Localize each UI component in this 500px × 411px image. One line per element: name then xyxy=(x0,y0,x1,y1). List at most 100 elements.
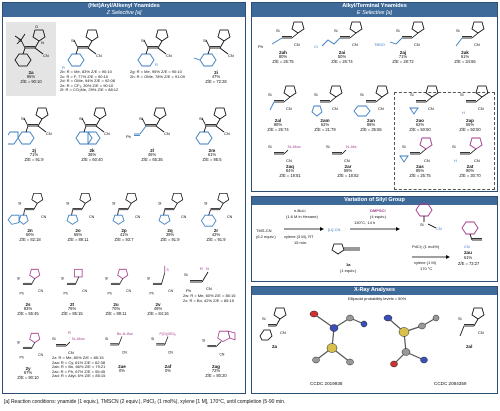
label-2at: 2at xyxy=(466,164,474,169)
label-2l: 2l xyxy=(150,148,154,153)
po-oet2-label: P(O)(OEt)₂ xyxy=(160,332,177,336)
ratio-2ai: Z/E = 26:74 xyxy=(331,58,353,64)
compound-2t: Si CN Ph 2t 76% Z/E = 85:15 xyxy=(50,262,94,316)
ratio-2o: Z/E = 89:11 xyxy=(67,236,89,242)
reagent-15min: 15 min. xyxy=(294,240,308,245)
arrow-3 xyxy=(412,255,450,259)
reagent-pdcl2: PdCl₂ (1 mol%) xyxy=(412,244,440,249)
svg-text:Si: Si xyxy=(79,116,83,121)
reagent-170c: 170 °C xyxy=(420,266,433,271)
svg-text:Si: Si xyxy=(262,316,266,321)
compound-2ah: Si Ph CN 2ah 80% Z/E = 25:75 xyxy=(254,20,312,64)
footnote: [a] Reaction conditions: ynamide (1 equi… xyxy=(4,399,286,405)
svg-text:Si: Si xyxy=(17,276,20,280)
ph-label-2l: Ph xyxy=(126,134,131,139)
label-2ag: 2ag xyxy=(212,364,220,369)
reagent-xylene-1m: xylene (1 M) xyxy=(414,260,437,265)
svg-text:CN: CN xyxy=(228,53,234,58)
ccdc-right: CCDC 2084359 xyxy=(434,381,467,386)
svg-text:O: O xyxy=(35,24,38,29)
structure-2as: Si CN xyxy=(399,137,433,163)
highlight-2a xyxy=(6,22,56,96)
right-mid-panel-header: Variation of Silyl Group xyxy=(252,197,497,205)
ellipsoid-caption: Ellipsoid probability levels = 50% xyxy=(348,296,407,301)
svg-text:Si: Si xyxy=(61,276,64,280)
variant-2g: 2g: R = Me, 95% Z/E = 90:10 xyxy=(130,69,182,74)
n-moc-label-2z: N–Moc xyxy=(72,336,85,341)
yield-2au: 61% xyxy=(464,255,473,260)
cn-label-2au: CN xyxy=(464,244,470,249)
structure-2h: Si CN R xyxy=(137,29,172,67)
svg-text:Si: Si xyxy=(105,276,108,280)
structure-2an: Si CN xyxy=(353,85,389,117)
svg-text:Si: Si xyxy=(360,92,364,97)
label-2af: 2af xyxy=(164,364,172,369)
svg-text:Si: Si xyxy=(268,144,272,149)
yield-2u: 70% xyxy=(111,306,121,312)
label-2as: 2as xyxy=(416,164,424,169)
svg-text:CN: CN xyxy=(168,350,173,354)
ratio-2ah: Z/E = 25:75 xyxy=(272,58,294,64)
yield-2as: 85% xyxy=(415,168,425,174)
compound-2l: Si CN Ph 2l 46% Z/E = 65:35 xyxy=(126,100,178,162)
svg-text:Si: Si xyxy=(18,38,22,43)
svg-text:CN: CN xyxy=(38,289,43,293)
svg-text:Si: Si xyxy=(71,38,75,43)
compound-2as: Si CN 2as 85% Z/E = 25:75 xyxy=(396,136,444,178)
yield-2ae: 0% xyxy=(119,368,125,374)
label-2j: 2j xyxy=(32,148,36,153)
label-2ar: 2ar xyxy=(344,164,352,169)
label-2y: 2y xyxy=(25,366,31,371)
ratio-2ao: Z/E = 50:50 xyxy=(409,126,431,132)
svg-text:Si: Si xyxy=(139,116,143,121)
ratio-2m: Z/E = 95:5 xyxy=(202,156,222,162)
ratio-2am: Z/E = 21:79 xyxy=(314,126,336,132)
compound-2j: Si CN 2j 71% Z/E = 91:9 xyxy=(8,100,60,162)
svg-text:Ph: Ph xyxy=(20,356,24,360)
svg-text:Si: Si xyxy=(396,28,400,33)
yield-2aq: 84% xyxy=(285,168,295,174)
label-2ak: 2ak xyxy=(461,50,469,55)
structure-2ak: Si CN xyxy=(455,21,485,47)
left-panel-header: (Het)Aryl/Alkenyl Ynamides Z Selective [… xyxy=(3,3,245,17)
r-label-2z: R xyxy=(68,330,71,335)
svg-text:Si: Si xyxy=(21,116,25,121)
structure-2k: Si CN xyxy=(75,107,110,145)
yield-2am: 62% xyxy=(320,122,330,128)
structure-2aq: N–Moc Si CN xyxy=(268,144,301,163)
svg-text:Si: Si xyxy=(66,201,69,205)
svg-text:Si: Si xyxy=(18,201,21,205)
svg-text:CN: CN xyxy=(89,215,95,219)
yield-2af: 0% xyxy=(165,368,171,374)
compound-2an: Si CN 2an 88% Z/E = 35:65 xyxy=(348,84,394,132)
reagent-li-cn: [Li]-CN xyxy=(328,227,341,232)
svg-text:Si: Si xyxy=(410,92,414,97)
ratio-2aq: Z/E = 19:81 xyxy=(279,172,301,178)
yield-2ap: 55% xyxy=(465,122,475,128)
svg-text:CN: CN xyxy=(352,42,358,47)
structure-2af: P(O)(OEt)₂ Si CN xyxy=(151,332,177,355)
label-2a: 2a xyxy=(28,70,34,75)
svg-text:CN: CN xyxy=(428,106,434,111)
variants-2b-2f: 2b: R = Me, 83% Z/E = 90:10 2c: R = F, 7… xyxy=(60,69,118,93)
compound-2ai: Si Cl CN 2ai 50% Z/E = 26:74 xyxy=(312,20,372,64)
svg-text:CN: CN xyxy=(43,53,49,58)
yield-2y: 67% xyxy=(23,370,33,376)
structure-2w: R N Si CN Ph xyxy=(184,266,212,293)
compound-2m: Si CN 2m 61% Z/E = 95:5 xyxy=(186,100,238,162)
svg-text:Si: Si xyxy=(151,337,154,341)
label-2ai: 2ai xyxy=(338,50,346,55)
svg-text:CN: CN xyxy=(126,289,131,293)
compound-2ae: Bn–N–Boc Si CN 2ae 0% xyxy=(100,326,144,374)
right-bottom-panel-xray: X-Ray Analyses xyxy=(251,286,498,394)
s-n-label-2w: N xyxy=(206,266,209,271)
ratio-2aj: Z/E = 28:72 xyxy=(392,58,414,64)
label-2au: 2au xyxy=(464,250,472,255)
label-2n: 2n xyxy=(27,228,33,233)
compound-2ar: N–Ms Si CN 2ar 58% Z/E = 18:82 xyxy=(322,140,374,178)
svg-text:Si: Si xyxy=(141,38,145,43)
tbso-label: TBSO xyxy=(374,42,385,47)
svg-text:Si: Si xyxy=(202,339,205,343)
svg-text:CN: CN xyxy=(474,158,480,163)
svg-text:CN: CN xyxy=(122,350,127,354)
